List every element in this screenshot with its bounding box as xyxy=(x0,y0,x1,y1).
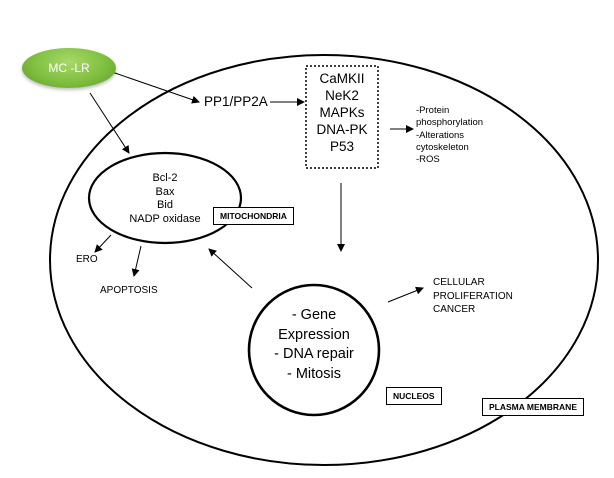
mitochondria-item: Bax xyxy=(155,185,175,198)
effect-line: -ROS xyxy=(416,154,440,166)
mc-lr-label: MC -LR xyxy=(48,61,90,75)
mitochondria-ellipse xyxy=(87,151,243,245)
effect-line: cytoskeleton xyxy=(416,141,469,153)
pp1-pp2a-label: PP1/PP2A xyxy=(204,94,268,109)
mc-lr-node: MC -LR xyxy=(22,48,116,88)
kinase-item: NeK2 xyxy=(325,88,359,103)
nucleus-items: - Gene Expression - DNA repair - Mitosis xyxy=(254,306,374,384)
nucleus-item: - Mitosis xyxy=(287,365,341,382)
nucleus-item: Expression xyxy=(278,326,350,343)
arrow-mclr-to-mitochondria xyxy=(89,92,130,154)
effect-line: -Alterations xyxy=(416,129,465,141)
nucleus-circle xyxy=(247,283,381,417)
nucleus-item: - Gene xyxy=(291,307,337,323)
arrow-mclr-to-pp xyxy=(111,71,200,104)
kinase-box xyxy=(305,65,379,169)
ero-label: ERO xyxy=(76,254,98,265)
kinase-item: DNA-PK xyxy=(316,122,368,137)
effect-line: phosphorylation xyxy=(416,117,484,129)
mitochondria-item: Bcl-2 xyxy=(152,172,178,184)
nucleus-label: NUCLEOS xyxy=(386,387,442,405)
mitochondria-item: Bid xyxy=(157,199,173,211)
mitochondria-item: NADP oxidase xyxy=(129,212,201,225)
arrow-nucleus-to-mitochondria xyxy=(208,248,253,289)
proliferation-line: CANCER xyxy=(433,304,476,315)
kinase-item: CaMKII xyxy=(319,71,365,86)
kinase-item: MAPKs xyxy=(319,105,365,120)
kinase-item: P53 xyxy=(329,139,355,154)
apoptosis-label: APOPTOSIS xyxy=(100,285,158,296)
kinase-list: CaMKII NeK2 MAPKs DNA-PK P53 xyxy=(306,70,378,155)
mitochondria-items: Bcl-2 Bax Bid NADP oxidase xyxy=(110,172,220,226)
mitochondria-label: MITOCHONDRIA xyxy=(213,207,294,225)
nucleus-item: - DNA repair xyxy=(274,346,354,362)
arrow-nucleus-to-proliferation xyxy=(387,286,424,303)
proliferation-line: PROLIFERATION xyxy=(433,290,513,302)
effect-line: -Protein xyxy=(416,105,450,116)
proliferation-list: CELLULAR PROLIFERATION CANCER xyxy=(433,276,513,317)
arrow-mitochondria-to-apoptosis xyxy=(131,245,142,277)
plasma-membrane-label: PLASMA MEMBRANE xyxy=(482,398,584,416)
proliferation-line: CELLULAR xyxy=(433,277,485,288)
plasma-membrane xyxy=(49,54,599,466)
arrow-mitochondria-to-ero xyxy=(94,234,112,253)
effects-list: -Protein phosphorylation -Alterations cy… xyxy=(416,105,483,166)
